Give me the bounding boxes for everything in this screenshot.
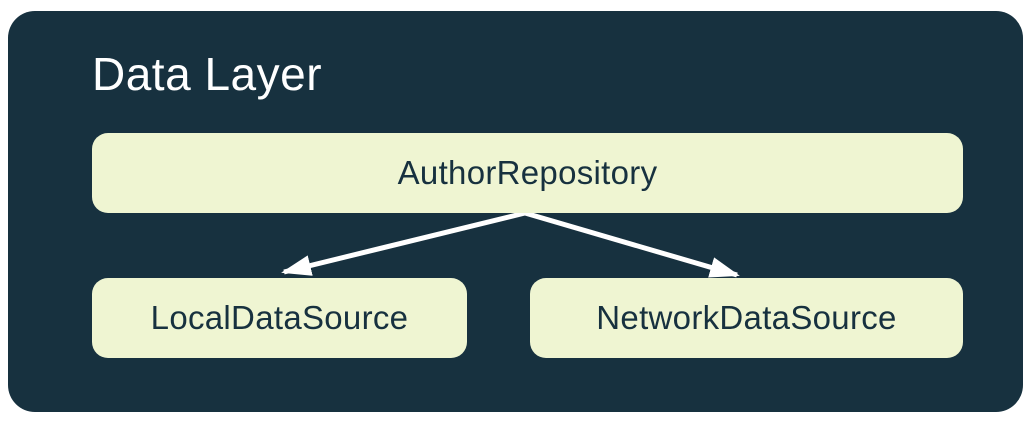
arrow-repository-to-local [281,210,526,276]
data-layer-container: Data Layer AuthorRepository LocalDataSou… [8,11,1023,412]
node-author-repository: AuthorRepository [92,133,963,213]
node-network-data-source: NetworkDataSource [530,278,963,358]
node-local-data-source-label: LocalDataSource [150,299,409,336]
node-author-repository-label: AuthorRepository [397,154,658,191]
arrow-repository-to-network [524,210,740,278]
node-local-data-source: LocalDataSource [92,278,467,358]
node-network-data-source-label: NetworkDataSource [596,299,897,336]
layer-title: Data Layer [92,48,323,100]
